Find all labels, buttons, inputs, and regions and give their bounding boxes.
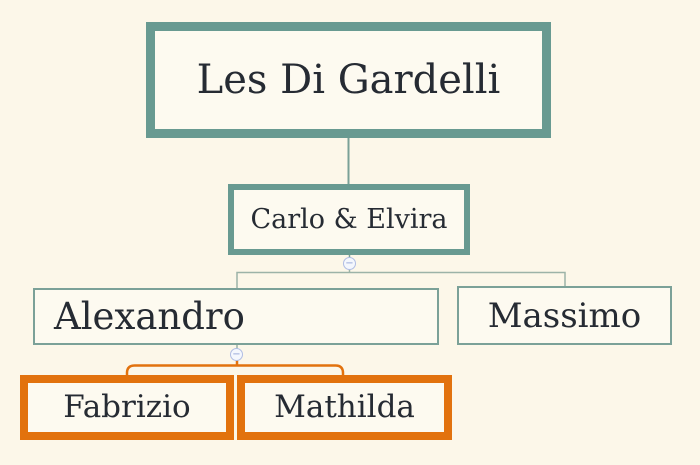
collapse-button-carlo-elvira[interactable]: −	[343, 257, 356, 270]
node-massimo[interactable]: Massimo	[457, 286, 672, 345]
collapse-button-alexandro[interactable]: −	[230, 348, 243, 361]
connector-alexandro-grandchildren	[125, 360, 345, 376]
node-label: Mathilda	[274, 389, 415, 425]
node-label: Carlo & Elvira	[250, 204, 448, 235]
node-carlo-elvira[interactable]: Carlo & Elvira	[228, 184, 470, 255]
node-label: Les Di Gardelli	[196, 57, 501, 103]
minus-icon: −	[345, 257, 354, 269]
node-fabrizio[interactable]: Fabrizio	[20, 375, 234, 440]
node-label: Alexandro	[54, 295, 245, 338]
node-label: Fabrizio	[63, 389, 191, 425]
node-les-di-gardelli[interactable]: Les Di Gardelli	[146, 22, 551, 138]
node-mathilda[interactable]: Mathilda	[237, 375, 452, 440]
node-label: Massimo	[487, 295, 642, 336]
node-alexandro[interactable]: Alexandro	[33, 288, 439, 345]
minus-icon: −	[232, 348, 241, 360]
